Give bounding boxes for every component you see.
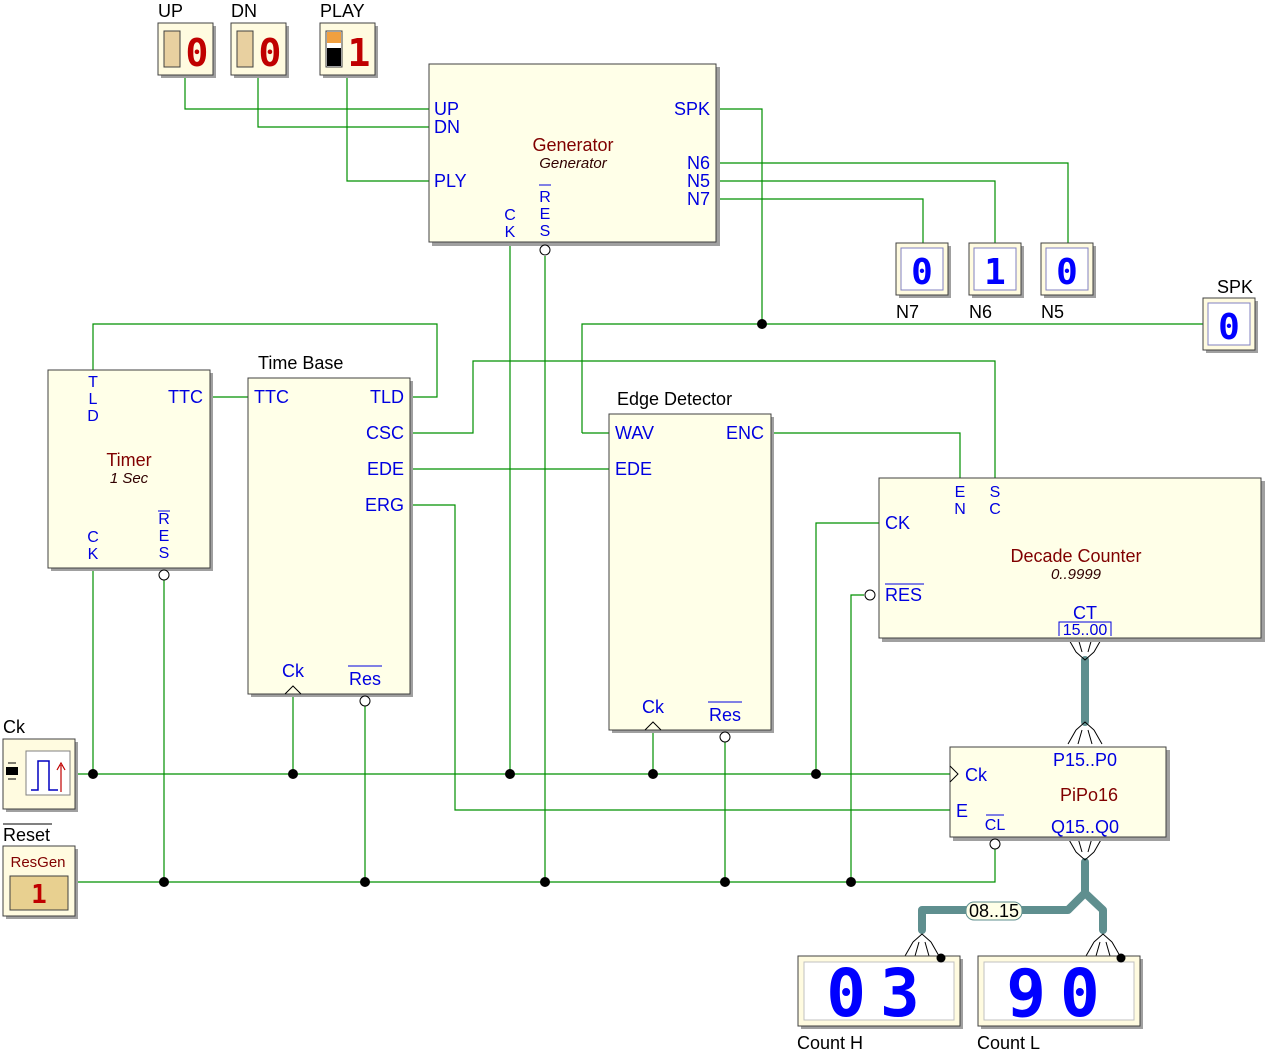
count-l-display: 90 (977, 953, 1143, 1032)
display-n5: 0 (1040, 242, 1096, 298)
decade-counter-pin-res: RES (885, 585, 922, 605)
count-h-display: 03 (797, 953, 963, 1032)
generator-pin-dn: DN (434, 117, 460, 137)
decade-counter-title: Decade Counter (1010, 546, 1141, 566)
pipo16-pin-p: P15..P0 (1053, 750, 1117, 770)
switch-dn-label: DN (231, 1, 257, 21)
time-base-pin-res: Res (349, 669, 381, 689)
pipo16-pin-ck: Ck (965, 765, 988, 785)
switch-play-label: PLAY (320, 1, 365, 21)
decade-counter-pin-ct-range: 15..00 (1063, 622, 1108, 639)
time-base-title: Time Base (258, 353, 343, 373)
edge-detector-pin-ck: Ck (642, 697, 665, 717)
generator-pin-n7: N7 (687, 189, 710, 209)
decade-counter-pin-ct: CT (1073, 603, 1097, 623)
count-l-label: Count L (977, 1033, 1040, 1053)
edge-detector-title: Edge Detector (617, 389, 732, 409)
edge-detector-pin-ede: EDE (615, 459, 652, 479)
resgen-label: ResGen (10, 854, 65, 871)
edge-detector-pin-enc: ENC (726, 423, 764, 443)
bus-label: 08..15 (969, 901, 1019, 921)
switch-play[interactable]: 1 (319, 22, 378, 78)
reset-label: Reset (3, 825, 50, 845)
resgen-value: 1 (31, 880, 47, 910)
switch-dn[interactable]: 0 (230, 22, 289, 78)
count-h-label: Count H (797, 1033, 863, 1053)
switch-dn-value: 0 (259, 31, 282, 75)
reset-generator[interactable]: ResGen 1 (2, 845, 78, 919)
buses (904, 637, 1121, 957)
timer-subtitle: 1 Sec (110, 470, 149, 487)
display-n5-value: 0 (1056, 252, 1078, 293)
junction-dots (88, 319, 856, 887)
switch-up[interactable]: 0 (157, 22, 216, 78)
display-n5-label: N5 (1041, 302, 1064, 322)
time-base-pin-ck: Ck (282, 661, 305, 681)
timer-title: Timer (106, 450, 151, 470)
pipo16-title: PiPo16 (1060, 785, 1118, 805)
generator-block[interactable]: Generator Generator UP DN PLY SPK N6 N5 … (428, 63, 720, 256)
switch-play-value: 1 (348, 31, 371, 75)
time-base-pin-ede: EDE (367, 459, 404, 479)
display-spk: 0 (1202, 297, 1258, 353)
edge-detector-pin-res: Res (709, 705, 741, 725)
display-n7-label: N7 (896, 302, 919, 322)
display-n7-value: 0 (911, 252, 933, 293)
time-base-block[interactable]: TTC TLD CSC EDE ERG Ck Res (247, 377, 413, 707)
display-spk-label: SPK (1217, 277, 1253, 297)
display-n6: 1 (968, 242, 1024, 298)
count-h-value: 03 (826, 955, 933, 1032)
switch-up-value: 0 (186, 31, 209, 75)
display-n6-value: 1 (984, 252, 1006, 293)
generator-pin-n5: N5 (687, 171, 710, 191)
generator-pin-ply: PLY (434, 171, 467, 191)
generator-subtitle: Generator (539, 155, 608, 172)
count-l-value: 90 (1006, 955, 1113, 1032)
switch-up-label: UP (158, 1, 183, 21)
pipo16-pin-cl: CL (985, 817, 1006, 834)
clock-generator[interactable] (2, 738, 78, 812)
edge-detector-pin-wav: WAV (615, 423, 654, 443)
clock-label: Ck (3, 717, 26, 737)
decade-counter-subtitle: 0..9999 (1051, 566, 1102, 583)
pipo16-pin-e: E (956, 801, 968, 821)
edge-detector-block[interactable]: WAV ENC EDE Ck Res (608, 413, 774, 743)
generator-pin-up: UP (434, 99, 459, 119)
display-n7: 0 (895, 242, 951, 298)
decade-counter-pin-ck: CK (885, 513, 910, 533)
display-n6-label: N6 (969, 302, 992, 322)
time-base-pin-tld: TLD (370, 387, 404, 407)
generator-pin-n6: N6 (687, 153, 710, 173)
generator-pin-spk: SPK (674, 99, 710, 119)
pipo16-pin-q: Q15..Q0 (1051, 817, 1119, 837)
time-base-pin-csc: CSC (366, 423, 404, 443)
time-base-pin-ttc: TTC (254, 387, 289, 407)
timer-pin-ttc: TTC (168, 387, 203, 407)
time-base-pin-erg: ERG (365, 495, 404, 515)
pipo16-block[interactable]: PiPo16 P15..P0 Ck E CL Q15..Q0 (949, 746, 1170, 850)
display-spk-value: 0 (1218, 307, 1240, 348)
wires (75, 76, 1203, 883)
generator-title: Generator (532, 135, 613, 155)
